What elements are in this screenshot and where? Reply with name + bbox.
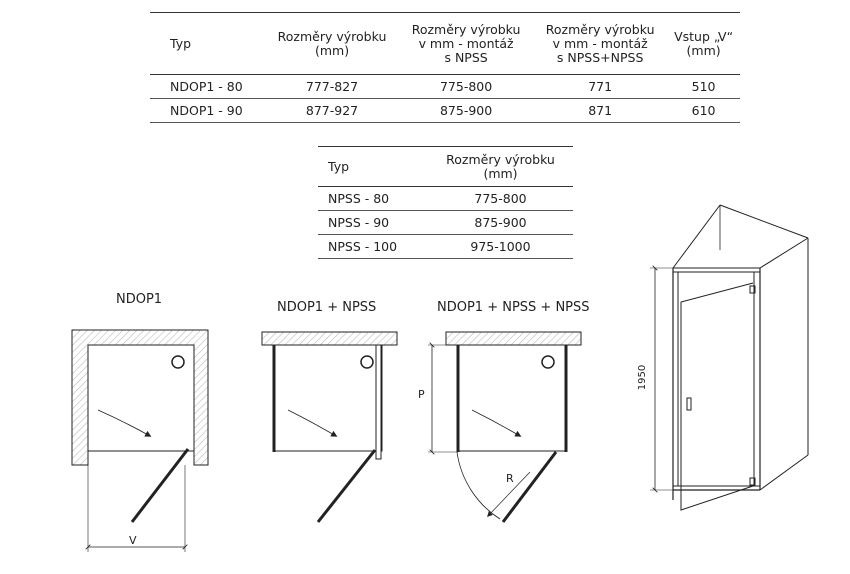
- table-cell: 771: [588, 79, 613, 94]
- header-rozmery: Rozměry výrobku (mm): [277, 28, 387, 58]
- diagram-ndop1: [71, 329, 209, 552]
- header-rozmery: Rozměry výrobku (mm): [446, 151, 555, 181]
- header-vstup: Vstup „V“ (mm): [674, 28, 734, 58]
- wall-top: [261, 331, 398, 346]
- table-cell: NPSS - 80: [328, 191, 390, 206]
- table-row: NPSS - 100 975-1000: [318, 235, 573, 259]
- cabin-edge: [672, 204, 721, 269]
- cabin-edge: [719, 204, 809, 239]
- table-cell: 610: [691, 103, 716, 118]
- header-montaz-npss: Rozměry výrobku v mm - montáž s NPSS: [411, 21, 521, 65]
- cabin-edge: [759, 454, 809, 491]
- drain-icon: [541, 355, 555, 369]
- table-cell: 871: [588, 103, 613, 118]
- dimension-p-label: P: [418, 388, 425, 401]
- dimension-height-label: 1950: [637, 364, 649, 391]
- table-cell: NPSS - 90: [328, 215, 390, 230]
- table-cell: NDOP1 - 80: [170, 79, 243, 94]
- side-profile: [375, 344, 382, 460]
- cabin-edge: [759, 237, 809, 269]
- table-cell: 777-827: [305, 79, 359, 94]
- header-montaz-npss-npss: Rozměry výrobku v mm - montáž s NPSS+NPS…: [545, 21, 655, 65]
- radius-line: [487, 471, 531, 518]
- diagram-ndop1-npss-npss: [428, 331, 582, 523]
- header-typ: Typ: [170, 35, 192, 51]
- cabin-3d-view: [650, 204, 809, 511]
- table-row: NPSS - 80 775-800: [318, 187, 573, 211]
- diagram-title: NDOP1: [116, 292, 163, 307]
- header-typ: Typ: [328, 158, 350, 174]
- table-row: NDOP1 - 80 777-827 775-800 771 510: [150, 75, 740, 99]
- dimension-r-label: R: [506, 472, 514, 485]
- diagram-title: NDOP1 + NPSS + NPSS: [437, 300, 590, 315]
- wall-top: [445, 331, 582, 346]
- swing-arc: [456, 451, 501, 520]
- door-panel: [501, 451, 558, 523]
- diagram-ndop1-npss: [261, 331, 398, 523]
- door-handle-icon: [686, 397, 692, 411]
- table-cell: 875-900: [474, 215, 527, 230]
- table-row: NPSS - 90 875-900: [318, 211, 573, 235]
- npss-size-table: Typ Rozměry výrobku (mm) NPSS - 80 775-8…: [318, 146, 573, 259]
- swing-arrow: [287, 409, 338, 437]
- product-size-table: Typ Rozměry výrobku (mm) Rozměry výrobku…: [150, 12, 740, 123]
- hinge-icon: [749, 285, 756, 294]
- drain-icon: [171, 355, 185, 369]
- table-cell: 775-800: [439, 79, 493, 94]
- table-cell: 875-900: [439, 103, 493, 118]
- table-cell: 877-927: [305, 103, 359, 118]
- swing-arrow: [97, 409, 152, 437]
- swing-arrow: [471, 409, 522, 437]
- drain-icon: [360, 355, 374, 369]
- hinge-icon: [749, 477, 756, 486]
- table-cell: 975-1000: [470, 239, 531, 254]
- table-cell: NPSS - 100: [328, 239, 398, 254]
- diagram-title: NDOP1 + NPSS: [277, 300, 377, 315]
- dimension-v-label: V: [129, 534, 137, 547]
- table-cell: 510: [691, 79, 716, 94]
- table-header-row: Typ Rozměry výrobku (mm) Rozměry výrobku…: [150, 12, 740, 75]
- wall-frame: [71, 329, 209, 466]
- table-cell: 775-800: [474, 191, 527, 206]
- table-row: NDOP1 - 90 877-927 875-900 871 610: [150, 99, 740, 123]
- door-panel: [316, 449, 377, 523]
- table-header-row: Typ Rozměry výrobku (mm): [318, 146, 573, 187]
- table-cell: NDOP1 - 90: [170, 103, 243, 118]
- door-open-panel: [680, 282, 754, 511]
- shower-tray: [87, 344, 195, 452]
- door-panel: [130, 448, 190, 523]
